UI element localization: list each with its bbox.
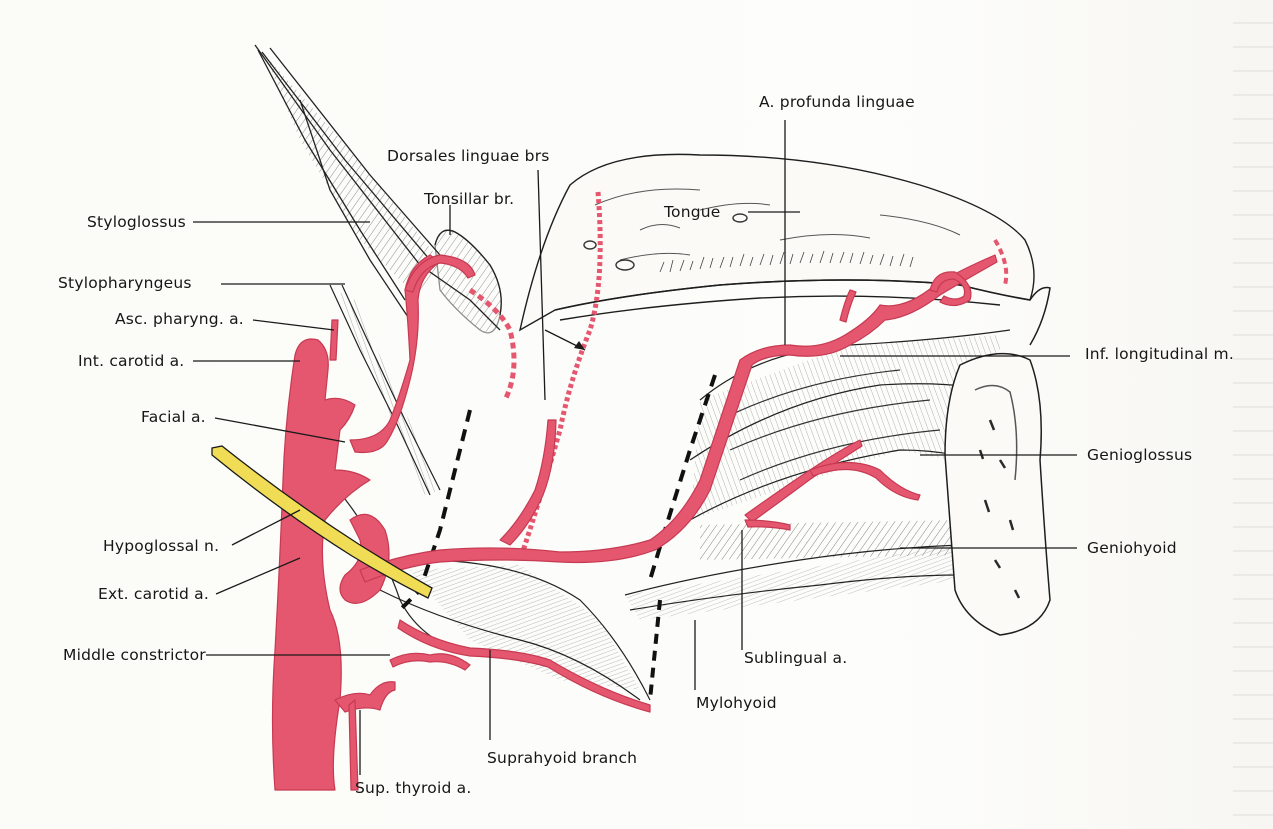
mandible-bone	[944, 286, 1051, 636]
label-geniohyoid: Geniohyoid	[1087, 539, 1177, 557]
label-int-carotid: Int. carotid a.	[78, 352, 185, 370]
label-profunda: A. profunda linguae	[759, 93, 915, 111]
label-facial: Facial a.	[141, 408, 206, 426]
label-genioglossus: Genioglossus	[1087, 446, 1193, 464]
label-dorsales: Dorsales linguae brs	[387, 147, 550, 165]
label-hypoglossal: Hypoglossal n.	[103, 537, 220, 555]
label-sublingual: Sublingual a.	[744, 649, 848, 667]
label-stylopharyngeus: Stylopharyngeus	[58, 274, 192, 292]
label-suprahyoid: Suprahyoid branch	[487, 749, 638, 767]
tonsil-region	[434, 229, 502, 334]
leader-asc-pharyng	[252, 319, 335, 331]
label-inf-longitudinal: Inf. longitudinal m.	[1085, 345, 1234, 363]
label-middle-constrictor: Middle constrictor	[63, 646, 206, 664]
leader-hypoglossal	[231, 509, 301, 546]
stylopharyngeus-muscle	[329, 284, 441, 496]
label-asc-pharyng: Asc. pharyng. a.	[115, 310, 244, 328]
arteries	[271, 254, 998, 791]
page-edge-bleed	[1233, 0, 1273, 829]
label-styloglossus: Styloglossus	[87, 213, 186, 231]
label-ext-carotid: Ext. carotid a.	[98, 585, 210, 603]
geniohyoid-mylohyoid	[624, 520, 961, 620]
label-tongue: Tongue	[664, 203, 721, 221]
leader-lines	[193, 120, 1077, 775]
leader-dorsales	[537, 169, 546, 401]
leader-facial	[214, 417, 346, 443]
label-mylohyoid: Mylohyoid	[696, 694, 777, 712]
dorsales-arrowhead	[574, 341, 585, 350]
label-tonsillar: Tonsillar br.	[424, 190, 515, 208]
leader-ext-carotid	[215, 557, 301, 595]
label-sup-thyroid: Sup. thyroid a.	[355, 779, 472, 797]
